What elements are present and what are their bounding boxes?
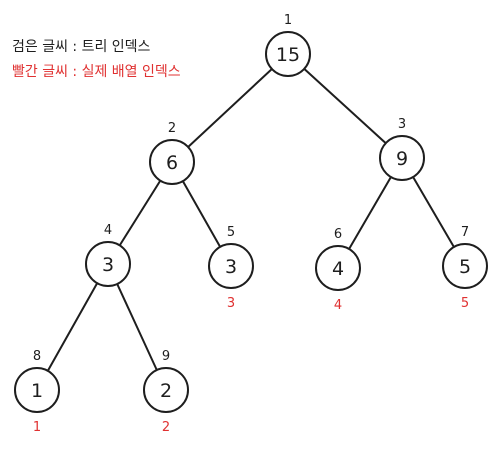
node-circle <box>208 243 254 289</box>
tree-index-label: 4 <box>104 223 112 238</box>
legend-tree-index: 검은 글씨 : 트리 인덱스 <box>12 39 151 55</box>
edge-n2-n4 <box>118 179 162 247</box>
node-value: 9 <box>396 148 408 170</box>
node-value: 6 <box>166 152 178 174</box>
array-index-label: 2 <box>162 420 170 435</box>
node-value: 15 <box>276 44 300 66</box>
tree-index-label: 1 <box>284 13 292 28</box>
tree-index-label: 2 <box>168 121 176 136</box>
node-value: 2 <box>160 380 172 402</box>
tree-node: 5 7 5 <box>442 225 488 311</box>
node-value: 5 <box>459 256 471 278</box>
node-circle <box>149 139 195 185</box>
tree-index-label: 9 <box>162 349 170 364</box>
node-circle <box>85 241 131 287</box>
node-value: 4 <box>332 258 344 280</box>
edge-n4-n9 <box>116 282 158 372</box>
node-circle <box>143 367 189 413</box>
tree-node: 62 <box>149 121 195 185</box>
node-circle <box>379 135 425 181</box>
legend-array-index: 빨간 글씨 : 실제 배열 인덱스 <box>12 64 181 80</box>
node-circle <box>265 31 311 77</box>
array-index-label: 5 <box>461 296 469 311</box>
edge-n1-n2 <box>187 67 273 149</box>
node-value: 3 <box>102 254 114 276</box>
tree-node: 1 8 1 <box>14 349 60 435</box>
node-value: 1 <box>31 380 43 402</box>
tree-node: 15 1 <box>265 13 311 77</box>
tree-index-label: 7 <box>461 225 469 240</box>
edge-n4-n8 <box>46 282 99 372</box>
node-circle <box>442 243 488 289</box>
node-value: 3 <box>225 256 237 278</box>
tree-index-label: 8 <box>33 349 41 364</box>
tree-node: 93 <box>379 117 425 181</box>
edge-n3-n6 <box>348 176 392 250</box>
tree-index-label: 6 <box>334 227 342 242</box>
tree-node: 3 5 3 <box>208 225 254 311</box>
tree-node: 4 6 4 <box>315 227 361 313</box>
array-index-label: 3 <box>227 296 235 311</box>
node-circle <box>315 245 361 291</box>
tree-index-label: 5 <box>227 225 235 240</box>
tree-index-label: 3 <box>398 117 406 132</box>
array-index-label: 1 <box>33 420 41 435</box>
edge-n1-n3 <box>303 67 387 145</box>
node-circle <box>14 367 60 413</box>
tree-node: 34 <box>85 223 131 287</box>
tree-node: 2 9 2 <box>143 349 189 435</box>
edge-n2-n5 <box>181 180 222 248</box>
edges-layer <box>46 67 455 372</box>
array-index-label: 4 <box>334 298 342 313</box>
edge-n3-n7 <box>412 176 455 248</box>
